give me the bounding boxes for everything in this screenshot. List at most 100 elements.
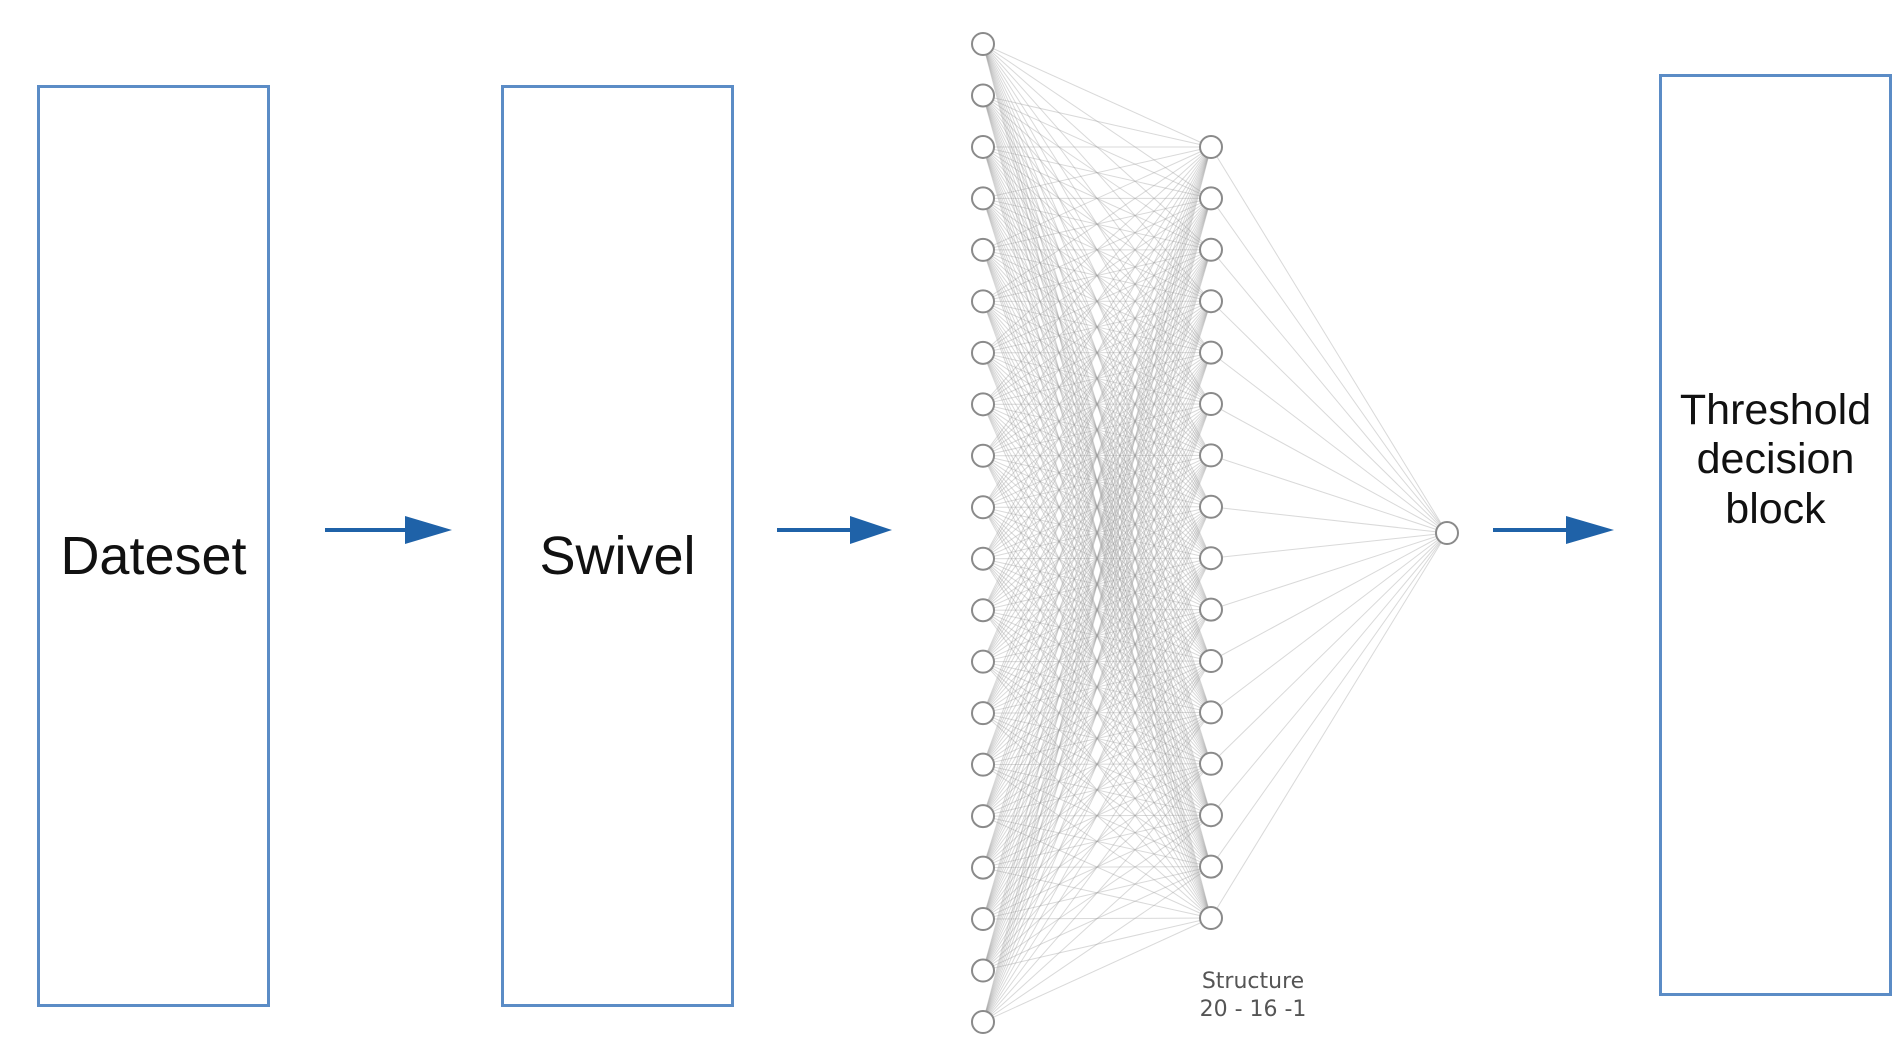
network-edge-0-4-7	[982, 249, 1212, 508]
network-edge-0-12-9	[982, 609, 1212, 663]
network-edge-0-17-0	[982, 146, 1212, 920]
network-edge-0-2-2	[982, 146, 1212, 251]
network-edge-0-1-9	[982, 95, 1212, 610]
network-edge-0-15-4	[982, 352, 1212, 817]
network-edge-0-9-12	[982, 506, 1212, 765]
network-edge-0-2-3	[982, 146, 1212, 302]
network-edge-0-9-14	[982, 506, 1212, 867]
network-edge-0-8-0	[982, 146, 1212, 457]
network-edge-0-8-13	[982, 455, 1212, 816]
network-edge-0-10-8	[982, 557, 1212, 560]
hidden-node-15	[1199, 854, 1223, 879]
hidden-node-16	[1199, 906, 1223, 930]
network-edge-0-10-13	[982, 558, 1212, 816]
network-edge-0-3-3	[982, 197, 1212, 302]
network-edge-0-17-6	[982, 455, 1212, 920]
input-node-11	[971, 546, 995, 571]
dataset-stage-box: Dateset	[37, 85, 270, 1007]
network-edge-0-14-8	[982, 557, 1212, 766]
network-edge-0-17-8	[982, 557, 1212, 920]
network-edge-0-4-13	[982, 249, 1212, 816]
network-edge-0-1-10	[982, 95, 1212, 662]
network-edge-0-16-7	[982, 506, 1212, 868]
network-edge-0-7-11	[982, 404, 1212, 713]
network-edge-0-3-0	[982, 146, 1212, 199]
network-edge-0-16-1	[982, 198, 1212, 868]
network-edge-0-18-12	[982, 763, 1212, 971]
network-edge-0-17-5	[982, 403, 1212, 920]
network-edge-0-14-5	[982, 403, 1212, 765]
network-edge-0-2-4	[982, 146, 1212, 353]
network-edge-0-4-6	[982, 249, 1212, 456]
network-edge-0-14-13	[982, 764, 1212, 816]
network-edge-0-11-4	[982, 352, 1212, 611]
network-edge-0-17-9	[982, 609, 1212, 920]
network-edge-0-12-0	[982, 146, 1212, 662]
network-edge-0-3-15	[982, 198, 1212, 919]
network-edge-0-13-1	[982, 198, 1212, 714]
network-edge-0-11-1	[982, 198, 1212, 611]
network-edge-0-2-11	[982, 146, 1212, 713]
network-edge-0-9-15	[982, 507, 1212, 919]
network-edge-0-18-9	[982, 609, 1212, 971]
network-edge-0-1-2	[982, 95, 1212, 251]
network-edge-0-18-10	[982, 660, 1212, 971]
structure-caption-value: 20 - 16 -1	[1199, 996, 1307, 1022]
network-edge-1-15-0	[1210, 532, 1448, 919]
network-edge-0-19-5	[982, 403, 1212, 1023]
network-edge-0-8-7	[982, 455, 1212, 508]
network-edge-0-6-12	[982, 352, 1212, 765]
network-edge-0-4-5	[982, 249, 1212, 405]
network-edge-0-0-7	[982, 43, 1212, 508]
hidden-node-12	[1199, 700, 1223, 725]
network-edge-1-9-0	[1210, 532, 1448, 611]
network-edge-1-13-0	[1210, 532, 1448, 816]
network-edge-0-16-5	[982, 403, 1212, 868]
network-edge-0-4-1	[982, 197, 1212, 251]
network-edge-0-2-6	[982, 146, 1212, 456]
network-edge-0-3-6	[982, 198, 1212, 456]
network-edge-0-10-0	[982, 146, 1212, 559]
network-edge-0-16-11	[982, 711, 1212, 868]
network-edge-1-6-0	[1210, 454, 1448, 534]
network-edge-0-12-13	[982, 661, 1212, 816]
network-edge-0-14-10	[982, 660, 1212, 766]
network-edge-1-7-0	[1210, 506, 1448, 534]
network-edge-0-14-9	[982, 609, 1212, 766]
network-edge-0-4-11	[982, 249, 1212, 713]
network-edge-0-1-6	[982, 95, 1212, 456]
network-edge-0-17-2	[982, 249, 1212, 920]
network-edge-0-4-8	[982, 249, 1212, 559]
network-edge-0-4-4	[982, 249, 1212, 354]
network-edge-0-5-7	[982, 300, 1212, 508]
network-edge-0-13-10	[982, 660, 1212, 714]
network-edge-0-18-11	[982, 712, 1212, 971]
network-edge-0-1-15	[982, 95, 1212, 919]
network-edge-0-14-14	[982, 764, 1212, 868]
network-edge-0-14-11	[982, 711, 1212, 766]
network-edge-0-1-0	[982, 94, 1212, 148]
hidden-node-8	[1199, 494, 1223, 519]
network-edge-0-6-9	[982, 352, 1212, 610]
network-edge-0-17-13	[982, 814, 1212, 920]
hidden-node-2	[1199, 186, 1223, 211]
network-edge-0-4-12	[982, 249, 1212, 765]
network-edges	[982, 43, 1448, 1023]
network-edge-0-4-9	[982, 249, 1212, 610]
network-edge-0-13-12	[982, 712, 1212, 765]
network-edge-0-19-7	[982, 506, 1212, 1023]
network-edge-0-12-4	[982, 352, 1212, 662]
network-edge-0-17-3	[982, 301, 1212, 920]
dataset-stage-label: Dateset	[60, 525, 247, 586]
input-node-12	[971, 598, 995, 623]
network-edge-0-4-10	[982, 249, 1212, 662]
network-edge-0-1-5	[982, 95, 1212, 405]
network-edge-0-2-14	[982, 146, 1212, 867]
network-edge-0-6-15	[982, 352, 1212, 919]
network-edge-0-11-9	[982, 609, 1212, 611]
network-edge-0-13-3	[982, 300, 1212, 714]
network-edge-0-12-10	[982, 660, 1212, 663]
input-node-18	[971, 907, 995, 932]
network-edge-0-15-11	[982, 711, 1212, 817]
network-edge-0-3-14	[982, 198, 1212, 867]
